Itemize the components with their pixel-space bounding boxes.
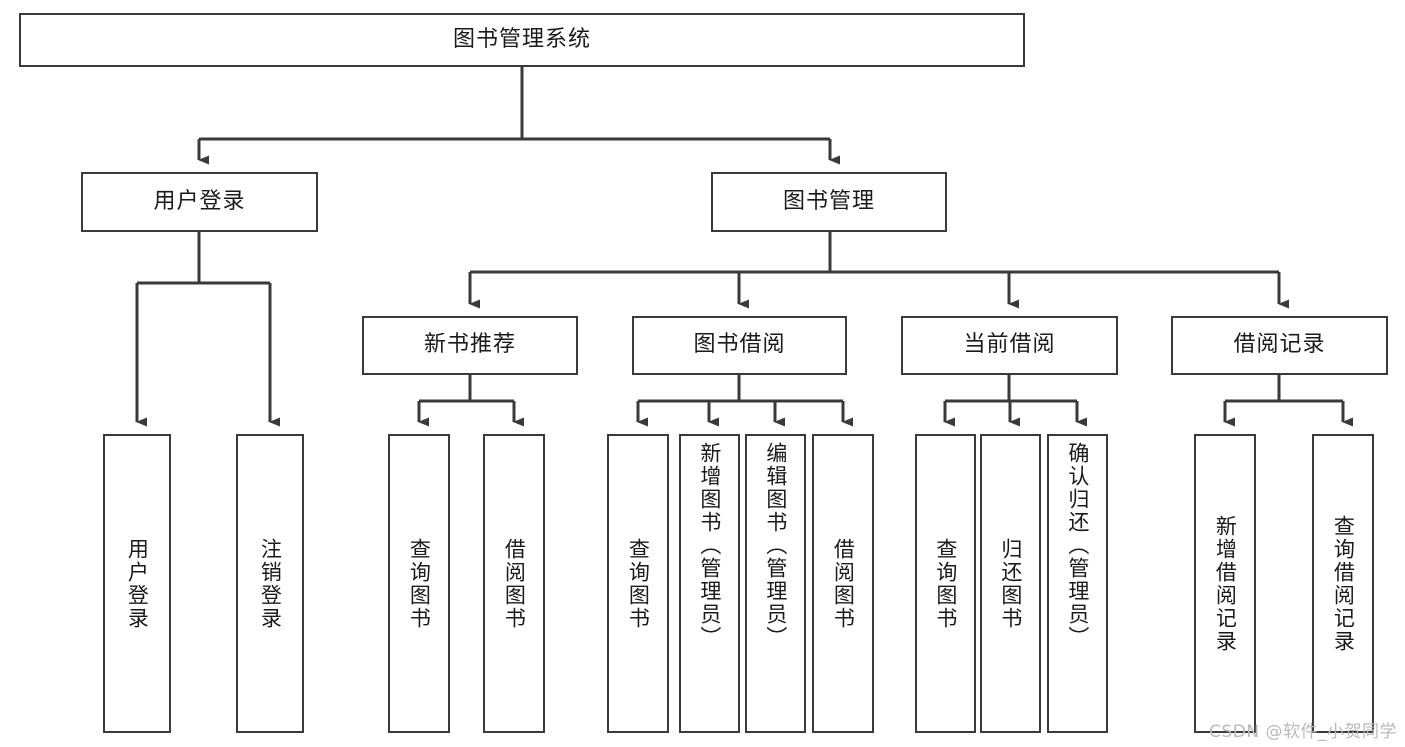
leaf-query-book-borrowing[interactable]: 查询图书 [607,434,669,733]
node-label: 新增图书（管理员） [697,442,722,649]
node-label: 确认归还（管理员） [1065,442,1090,649]
node-label: 编辑图书（管理员） [763,442,788,649]
leaf-user-login[interactable]: 用户登录 [103,434,171,733]
node-book-borrowing[interactable]: 图书借阅 [632,316,847,375]
node-label: 图书借阅 [693,332,786,358]
leaf-query-book-recommendation[interactable]: 查询图书 [388,434,450,733]
node-label: 注销登录 [258,537,283,630]
node-label: 归还图书 [998,537,1023,630]
node-current-borrowing[interactable]: 当前借阅 [901,316,1118,375]
leaf-confirm-return-admin[interactable]: 确认归还（管理员） [1047,434,1108,733]
node-borrowing-record[interactable]: 借阅记录 [1171,316,1388,375]
leaf-query-book-current[interactable]: 查询图书 [915,434,976,733]
node-root-system[interactable]: 图书管理系统 [19,13,1025,67]
node-label: 借阅图书 [502,537,527,630]
leaf-add-book-admin[interactable]: 新增图书（管理员） [679,434,740,733]
node-label: 查询图书 [407,537,432,630]
node-label: 图书管理 [782,188,875,214]
node-label: 用户登录 [153,188,246,214]
leaf-borrow-book-recommendation[interactable]: 借阅图书 [483,434,545,733]
node-label: 新增借阅记录 [1213,514,1238,653]
node-label: 用户登录 [125,537,150,630]
leaf-query-borrowing-record[interactable]: 查询借阅记录 [1312,434,1374,733]
leaf-edit-book-admin[interactable]: 编辑图书（管理员） [745,434,806,733]
leaf-logout[interactable]: 注销登录 [236,434,304,733]
leaf-add-borrowing-record[interactable]: 新增借阅记录 [1194,434,1256,733]
node-label: 查询图书 [933,537,958,630]
node-label: 借阅记录 [1233,332,1326,358]
node-label: 借阅图书 [831,537,856,630]
node-new-book-recommendation[interactable]: 新书推荐 [362,316,578,375]
node-label: 查询借阅记录 [1331,514,1356,653]
node-book-management[interactable]: 图书管理 [711,172,947,232]
leaf-borrow-book-borrowing[interactable]: 借阅图书 [812,434,874,733]
node-label: 图书管理系统 [452,26,591,52]
node-user-login[interactable]: 用户登录 [81,172,318,232]
node-label: 当前借阅 [963,332,1056,358]
node-label: 新书推荐 [423,332,516,358]
leaf-return-book[interactable]: 归还图书 [980,434,1041,733]
node-label: 查询图书 [626,537,651,630]
csdn-watermark: CSDN @软件_小贺同学 [1209,722,1397,742]
